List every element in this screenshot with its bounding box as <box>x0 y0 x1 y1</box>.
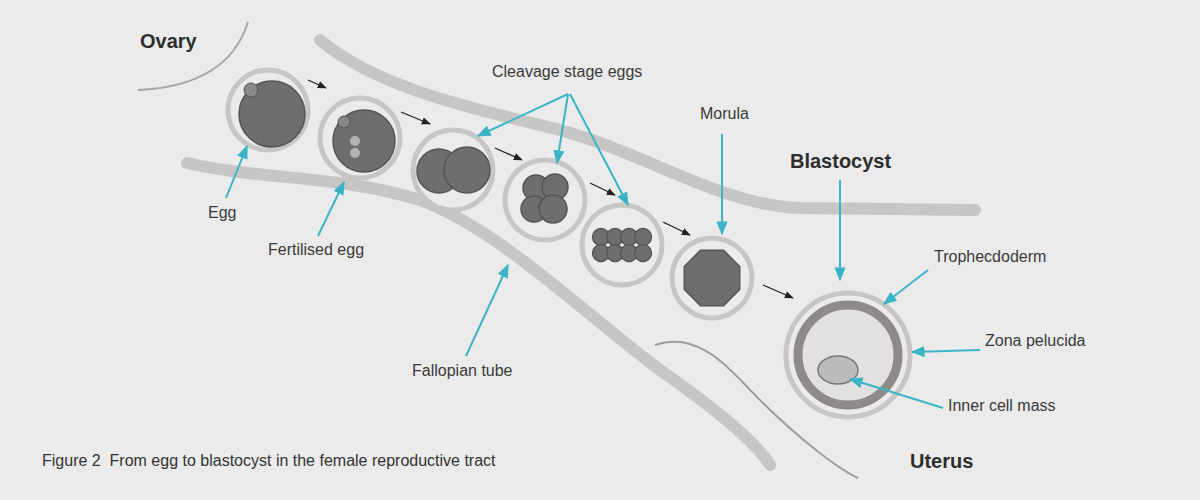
tube-wall <box>187 163 770 465</box>
two-cell-embryo <box>413 130 493 210</box>
morula-cell <box>672 238 752 318</box>
callout-label: Morula <box>700 104 749 123</box>
four-cell-embryo <box>505 160 585 240</box>
callout-label: Inner cell mass <box>948 396 1056 415</box>
callout-label: Trophecdoderm <box>934 247 1046 266</box>
sequence-arrow <box>308 80 793 298</box>
fertilised-egg-cell <box>320 98 400 178</box>
eight-cell-embryo <box>582 205 662 285</box>
callout-label: Fallopian tube <box>412 361 513 380</box>
region-label: Ovary <box>140 29 197 53</box>
ovary-outline <box>138 22 248 90</box>
figure-caption: Figure 2 From egg to blastocyst in the f… <box>42 451 496 470</box>
blastocyst-cell <box>786 293 910 417</box>
callout-label: Zona pelucida <box>985 331 1086 350</box>
callout-label: Cleavage stage eggs <box>492 62 642 81</box>
tube-wall <box>320 40 975 210</box>
leader-line <box>226 94 980 408</box>
callout-label: Egg <box>208 203 236 222</box>
callout-label: Blastocyst <box>790 149 891 173</box>
egg-cell <box>228 70 308 150</box>
callout-label: Fertilised egg <box>268 240 364 259</box>
region-label: Uterus <box>910 449 973 473</box>
